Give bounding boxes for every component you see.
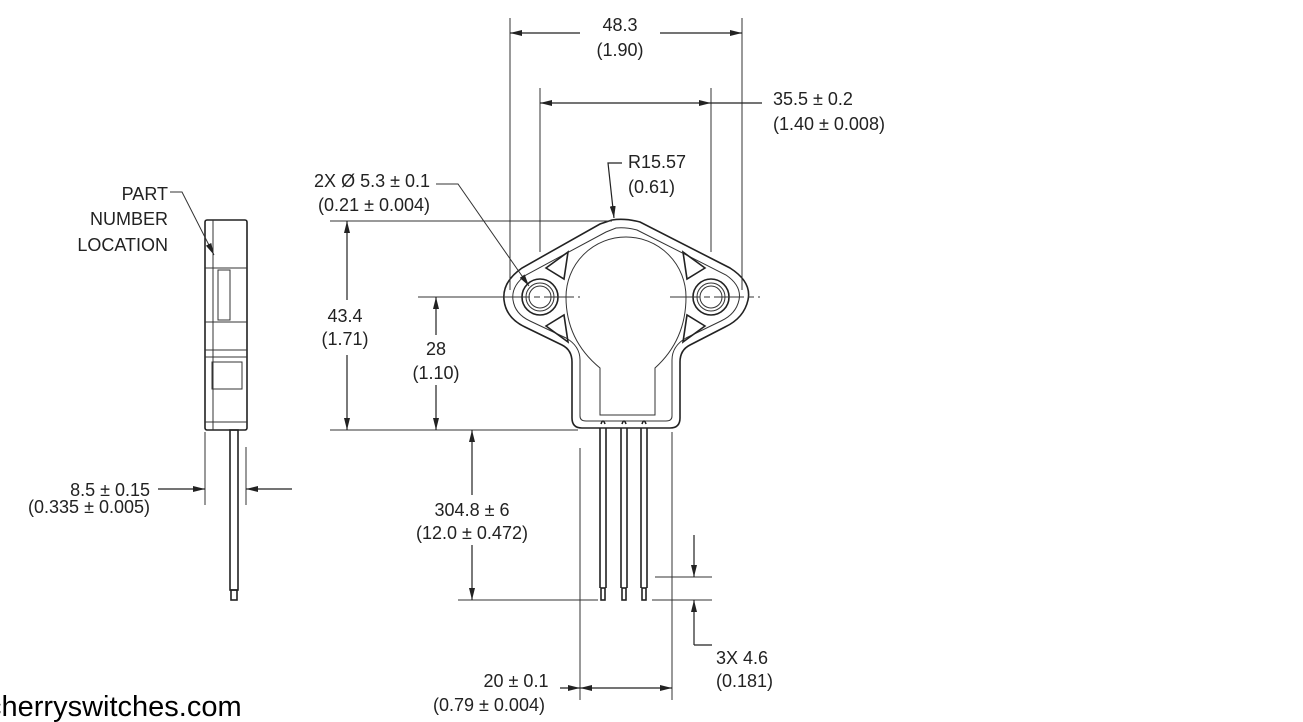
part-number-marking	[217, 269, 231, 321]
dimensions: 48.3 (1.90) 35.5 ± 0.2 (1.40 ± 0.008) R1…	[314, 15, 885, 715]
strip-length-dim-inch: (0.181)	[716, 671, 773, 691]
website-watermark: cherryswitches.com	[0, 691, 242, 722]
lead-length-dim-inch: (12.0 ± 0.472)	[416, 523, 528, 543]
hole-height-dim: 28	[426, 339, 446, 359]
hole-height-dim-inch: (1.10)	[412, 363, 459, 383]
height-dim-inch: (1.71)	[321, 329, 368, 349]
part-number-label-line: LOCATION	[77, 235, 168, 255]
hole-spacing-dim-inch: (1.40 ± 0.008)	[773, 114, 885, 134]
hole-diameter-dim: 2X Ø 5.3 ± 0.1	[314, 171, 430, 191]
height-dim: 43.4	[327, 306, 362, 326]
lead-length-dim: 304.8 ± 6	[435, 500, 510, 520]
strip-length-dim: 3X 4.6	[716, 648, 768, 668]
radius-dim-inch: (0.61)	[628, 177, 675, 197]
lead-span-dim-inch: (0.79 ± 0.004)	[433, 695, 545, 715]
lead-span-dim: 20 ± 0.1	[484, 671, 549, 691]
width-dim: 48.3	[602, 15, 637, 35]
front-view	[500, 218, 760, 601]
width-dim-inch: (1.90)	[596, 40, 643, 60]
part-number-label-line: NUMBER	[90, 209, 168, 229]
part-number-label-line: PART	[122, 184, 168, 204]
hole-spacing-dim: 35.5 ± 0.2	[773, 89, 853, 109]
hole-diameter-dim-inch: (0.21 ± 0.004)	[318, 195, 430, 215]
radius-dim: R15.57	[628, 152, 686, 172]
side-view: PART NUMBER LOCATION 8.5 ± 0.15 (0.335 ±…	[28, 184, 292, 601]
thickness-dim: 8.5 ± 0.15	[70, 480, 150, 500]
thickness-dim-inch: (0.335 ± 0.005)	[28, 497, 150, 517]
